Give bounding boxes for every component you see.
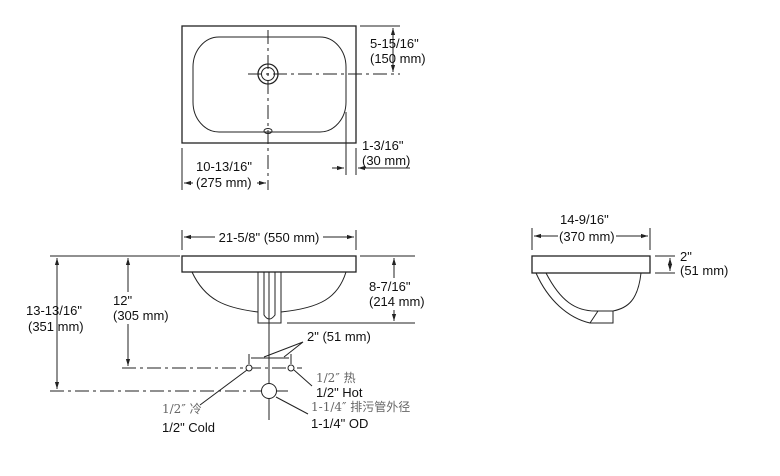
rim-width-imperial: 1-3/16" (362, 138, 404, 153)
rim-height-metric: (51 mm) (680, 263, 728, 278)
bowl-outline-top (192, 36, 347, 133)
rim-width-metric: (30 mm) (362, 153, 410, 168)
supply-spacing-label: 2" (51 mm) (307, 329, 371, 344)
side-depth-metric: (370 mm) (559, 229, 615, 244)
depth-to-drain-imperial: 5-15/16" (370, 36, 419, 51)
sink-rim-front (181, 255, 357, 273)
drain-label-cn: 1-1/4″ 排污管外径 (311, 399, 410, 414)
side-view: 14-9/16" (370 mm) 2" (51 mm) (531, 212, 728, 324)
cold-label-cn: 1/2″ 冷 (162, 402, 202, 416)
sink-outline-top (181, 25, 357, 144)
sink-rim-side (531, 255, 651, 274)
drain-offset-metric: (275 mm) (196, 175, 252, 190)
side-depth-imperial: 14-9/16" (560, 212, 609, 227)
total-height-metric: (351 mm) (28, 319, 84, 334)
drain-offset-imperial: 10-13/16" (196, 159, 252, 174)
front-view: 21-5/8" (550 mm) 13-13/16" (351 mm) 12" … (26, 230, 428, 435)
bowl-depth-imperial: 8-7/16" (369, 279, 411, 294)
depth-to-drain-metric: (150 mm) (370, 51, 426, 66)
rim-height-imperial: 2" (680, 249, 692, 264)
hot-label: 1/2" Hot (316, 385, 363, 400)
cold-label: 1/2" Cold (162, 420, 215, 435)
drain-outlet-icon (261, 383, 277, 399)
hot-supply-icon (287, 364, 295, 372)
total-height-imperial: 13-13/16" (26, 303, 82, 318)
cold-supply-icon (245, 364, 253, 372)
top-view: 5-15/16" (150 mm) 10-13/16" (275 mm) 1-3… (181, 25, 426, 190)
drain-label: 1-1/4" OD (311, 416, 368, 431)
overall-width-label: 21-5/8" (550 mm) (219, 230, 320, 245)
supply-height-metric: (305 mm) (113, 308, 169, 323)
bowl-depth-metric: (214 mm) (369, 294, 425, 309)
bowl-outline-front (191, 271, 347, 313)
supply-height-imperial: 12" (113, 293, 132, 308)
bowl-outline-side (535, 272, 642, 324)
hot-label-cn: 1/2″ 热 (316, 371, 356, 385)
